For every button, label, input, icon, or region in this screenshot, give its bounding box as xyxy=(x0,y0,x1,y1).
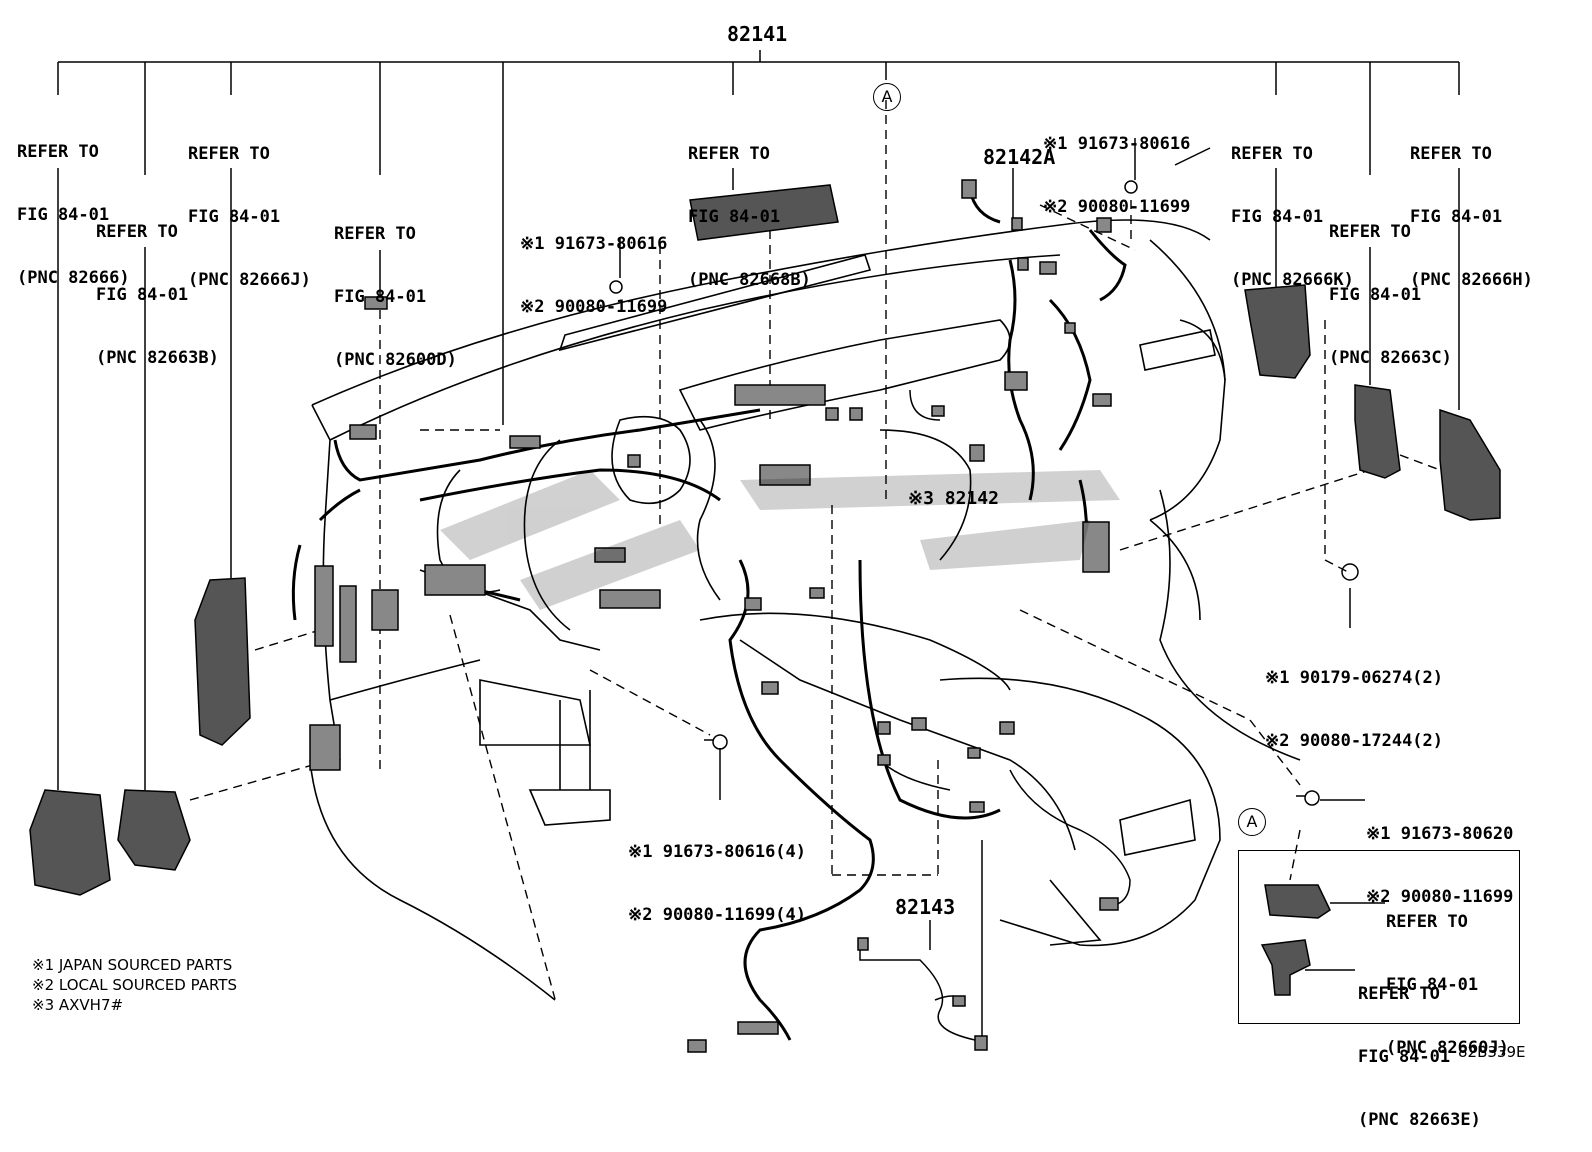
callout-line: FIG 84-01 xyxy=(188,207,281,227)
callout-pnc-82666: REFER TO FIG 84-01 (PNC 82666) xyxy=(17,100,130,310)
callout-line: (PNC 82663B) xyxy=(96,348,219,368)
callout-pnc-82666j: REFER TO FIG 84-01 (PNC 82666J) xyxy=(188,102,311,312)
fastener-label-clip-top-left: ※1 91673-80616 ※2 90080-11699 xyxy=(520,192,667,339)
fastener-line: ※1 91673-80616 xyxy=(520,234,668,254)
connectors xyxy=(309,179,1119,1053)
callout-line: (PNC 82668B) xyxy=(688,270,811,290)
main-part-bracket xyxy=(57,50,1460,425)
fastener-label-bolt-inset: ※1 91673-80620 ※2 90080-11699 xyxy=(1366,782,1513,929)
figure-code: 82B339E xyxy=(1458,1043,1526,1061)
watermark-logo xyxy=(440,470,1120,610)
fastener-line: ※1 91673-80620 xyxy=(1366,824,1514,844)
callout-line: (PNC 82663E) xyxy=(1358,1110,1481,1130)
legend-item: ※2 LOCAL SOURCED PARTS xyxy=(32,976,237,994)
fastener-label-bolt-center: ※1 91673-80616(4) ※2 90080-11699(4) xyxy=(628,800,806,947)
callout-line: (PNC 82666K) xyxy=(1231,270,1354,290)
fastener-line: ※2 90080-11699 xyxy=(1043,197,1191,217)
callout-line: (PNC 82600D) xyxy=(334,350,457,370)
callout-line: REFER TO xyxy=(688,144,770,164)
callout-line: (PNC 82663C) xyxy=(1329,348,1452,368)
callout-line: FIG 84-01 xyxy=(688,207,781,227)
callout-pnc-82600d: REFER TO FIG 84-01 (PNC 82600D) xyxy=(334,182,457,392)
legend-item: ※3 AXVH7# xyxy=(32,996,124,1014)
callout-line: FIG 84-01 xyxy=(1410,207,1503,227)
fastener-line: ※1 90179-06274(2) xyxy=(1265,668,1444,688)
callout-pnc-82660j: REFER TO FIG 84-01 (PNC 82660J) xyxy=(1386,870,1509,1080)
fastener-line: ※2 90080-17244(2) xyxy=(1265,731,1444,751)
callout-line: FIG 84-01 xyxy=(1329,285,1422,305)
part-number-82141: 82141 xyxy=(727,22,788,46)
diagram-artwork xyxy=(29,50,1501,1053)
callout-line: REFER TO xyxy=(17,142,99,162)
callout-line: REFER TO xyxy=(1386,912,1468,932)
callout-line: (PNC 82666H) xyxy=(1410,270,1533,290)
callout-line: REFER TO xyxy=(1358,984,1440,1004)
callout-line: FIG 84-01 xyxy=(1386,975,1479,995)
callout-line: REFER TO xyxy=(96,222,178,242)
callout-line: REFER TO xyxy=(1410,144,1492,164)
fastener-line: ※2 90080-11699(4) xyxy=(628,905,807,925)
callout-line: FIG 84-01 xyxy=(96,285,189,305)
callout-line: REFER TO xyxy=(1329,222,1411,242)
reference-marker-a-inset: A xyxy=(1238,808,1266,836)
modules xyxy=(29,184,1501,996)
legend-item: ※1 JAPAN SOURCED PARTS xyxy=(32,956,233,974)
fastener-label-clip-right: ※1 90179-06274(2) ※2 90080-17244(2) xyxy=(1265,626,1443,773)
callout-line: FIG 84-01 xyxy=(17,205,110,225)
dashboard-body xyxy=(309,219,1301,1001)
callout-pnc-82666k: REFER TO FIG 84-01 (PNC 82666K) xyxy=(1231,102,1354,312)
callout-pnc-82663b: REFER TO FIG 84-01 (PNC 82663B) xyxy=(96,180,219,390)
callout-line: FIG 84-01 xyxy=(1231,207,1324,227)
callout-line: (PNC 82666J) xyxy=(188,270,311,290)
reference-marker-a: A xyxy=(873,83,901,111)
part-number-82142: ※3 82142 xyxy=(908,488,999,509)
callout-pnc-82663c: REFER TO FIG 84-01 (PNC 82663C) xyxy=(1329,180,1452,390)
fastener-line: ※1 91673-80616(4) xyxy=(628,842,807,862)
fastener-line: ※2 90080-11699 xyxy=(1366,887,1514,907)
leader-lines xyxy=(57,138,1460,1040)
callout-line: FIG 84-01 xyxy=(334,287,427,307)
callout-line: (PNC 82660J) xyxy=(1386,1038,1509,1058)
fastener-line: ※2 90080-11699 xyxy=(520,297,668,317)
dashed-lines xyxy=(189,100,1441,1000)
detail-inset-box xyxy=(1238,850,1520,1024)
callout-line: REFER TO xyxy=(188,144,270,164)
fastener-label-clip-top-right: ※1 91673-80616 ※2 90080-11699 xyxy=(1043,92,1190,239)
callout-pnc-82666h: REFER TO FIG 84-01 (PNC 82666H) xyxy=(1410,102,1533,312)
callout-line: REFER TO xyxy=(334,224,416,244)
legend: ※1 JAPAN SOURCED PARTS ※2 LOCAL SOURCED … xyxy=(32,955,237,1015)
callout-line: (PNC 82666) xyxy=(17,268,130,288)
part-number-82142a: 82142A xyxy=(983,145,1056,169)
callout-line: FIG 84-01 xyxy=(1358,1047,1451,1067)
callout-pnc-82668b: REFER TO FIG 84-01 (PNC 82668B) xyxy=(688,102,811,312)
callout-line: REFER TO xyxy=(1231,144,1313,164)
fastener-icons xyxy=(609,180,1359,806)
part-number-82143: 82143 xyxy=(895,895,956,919)
fastener-line: ※1 91673-80616 xyxy=(1043,134,1191,154)
